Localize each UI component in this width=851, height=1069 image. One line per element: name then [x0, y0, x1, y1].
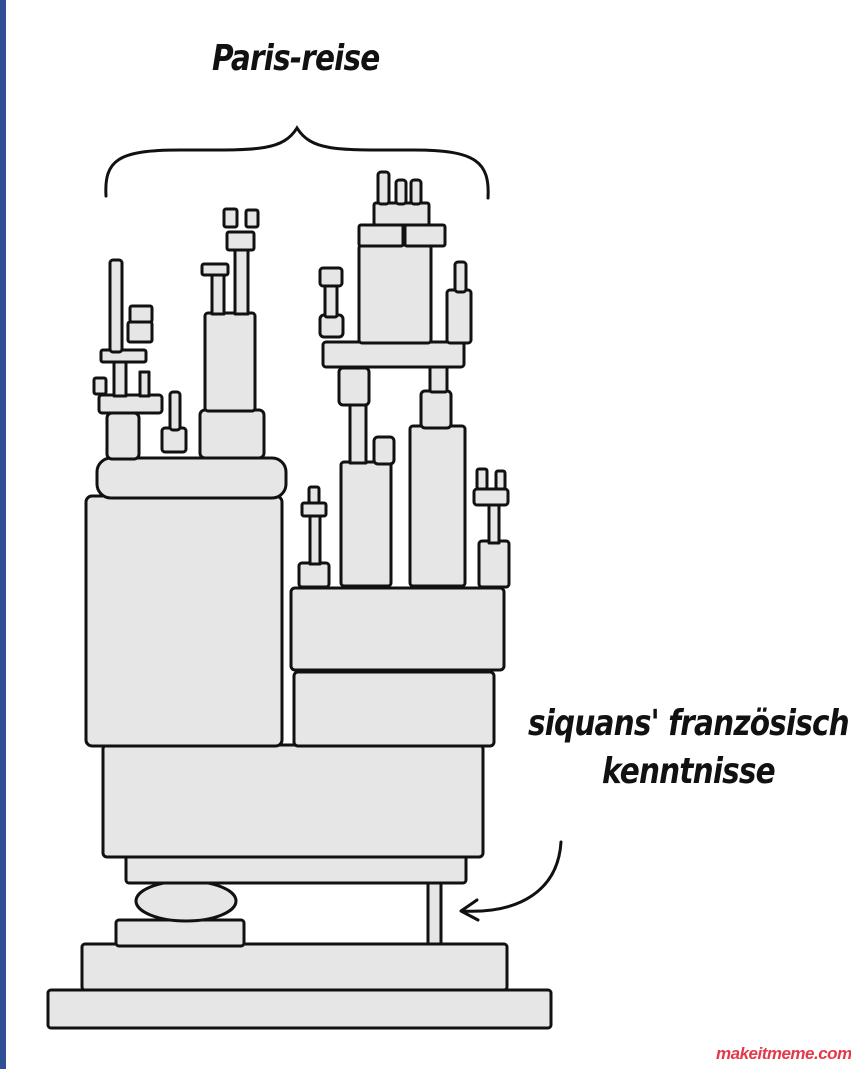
left-large-block	[84, 494, 284, 748]
left-stub	[105, 411, 141, 461]
left-post	[112, 358, 128, 398]
right-platform	[321, 340, 466, 369]
right-top-slab-a	[357, 223, 405, 248]
left-spire	[108, 258, 124, 354]
center-tall-block	[203, 311, 257, 413]
right-col-a-stem	[348, 401, 368, 465]
right-col-a	[339, 460, 393, 588]
arrow-head	[459, 898, 480, 922]
lower-slab	[80, 942, 509, 992]
right-col-a-knob	[372, 435, 396, 466]
small-pin-base	[160, 426, 188, 454]
right-top-cap	[372, 201, 431, 227]
right-col-b-knob	[419, 389, 453, 430]
small-right-pin-cap	[300, 501, 328, 518]
annotation-line-2: kenntnisse	[601, 751, 776, 792]
left-crossbar	[97, 393, 164, 415]
center-post-a	[210, 270, 226, 316]
annotation-line-1: siquans' französisch	[528, 703, 850, 744]
right-col-b-top	[428, 364, 449, 394]
annotation-arrow	[460, 840, 563, 913]
small-right-pin-base	[297, 561, 331, 589]
left-post-b	[138, 370, 151, 398]
center-top-a	[222, 207, 239, 229]
small-right-pin-top	[307, 485, 321, 505]
right-left-nub-top	[318, 266, 344, 288]
brace-title: Paris-reise	[212, 38, 380, 79]
center-cap-b	[225, 230, 256, 252]
center-top-b	[244, 208, 260, 229]
right-top-block	[357, 243, 433, 345]
left-nub	[92, 376, 108, 396]
right-small-stem	[487, 503, 501, 545]
right-side-post	[453, 260, 468, 294]
left-sq-a	[128, 304, 154, 324]
right-col-b	[408, 424, 467, 588]
main-base-block	[101, 743, 485, 859]
right-top-slab-b	[403, 223, 447, 248]
round-support	[134, 879, 238, 923]
right-top-post-c	[409, 178, 423, 206]
right-top-post-b	[394, 178, 408, 206]
center-cap-a	[200, 262, 230, 277]
right-side-pillar	[445, 288, 473, 345]
center-post-b	[233, 248, 250, 316]
left-cap-slab	[95, 456, 288, 500]
annotation-label: siquans' französisch kenntnisse	[528, 700, 850, 796]
right-small-block	[477, 539, 511, 589]
left-sq-b	[126, 320, 154, 344]
left-thin-bar	[99, 348, 148, 364]
right-small-top-a	[475, 467, 489, 491]
right-small-top-b	[494, 469, 507, 491]
center-cylinder	[198, 408, 266, 460]
small-pin	[168, 390, 182, 432]
right-left-nub-stem	[323, 283, 339, 319]
wide-slab	[124, 853, 468, 885]
small-right-pin	[308, 512, 322, 566]
right-mid-block-upper	[289, 586, 506, 672]
small-base-block	[114, 918, 246, 948]
left-border-strip	[0, 0, 6, 1069]
thin-support-pillar	[426, 878, 443, 946]
right-mid-block-lower	[292, 670, 496, 748]
curly-brace	[104, 125, 490, 200]
right-small-bar	[472, 487, 510, 507]
right-top-post-a	[376, 170, 391, 206]
watermark: makeitmeme.com	[716, 1044, 851, 1063]
base-slab	[46, 988, 553, 1030]
right-col-a-head	[337, 366, 371, 407]
